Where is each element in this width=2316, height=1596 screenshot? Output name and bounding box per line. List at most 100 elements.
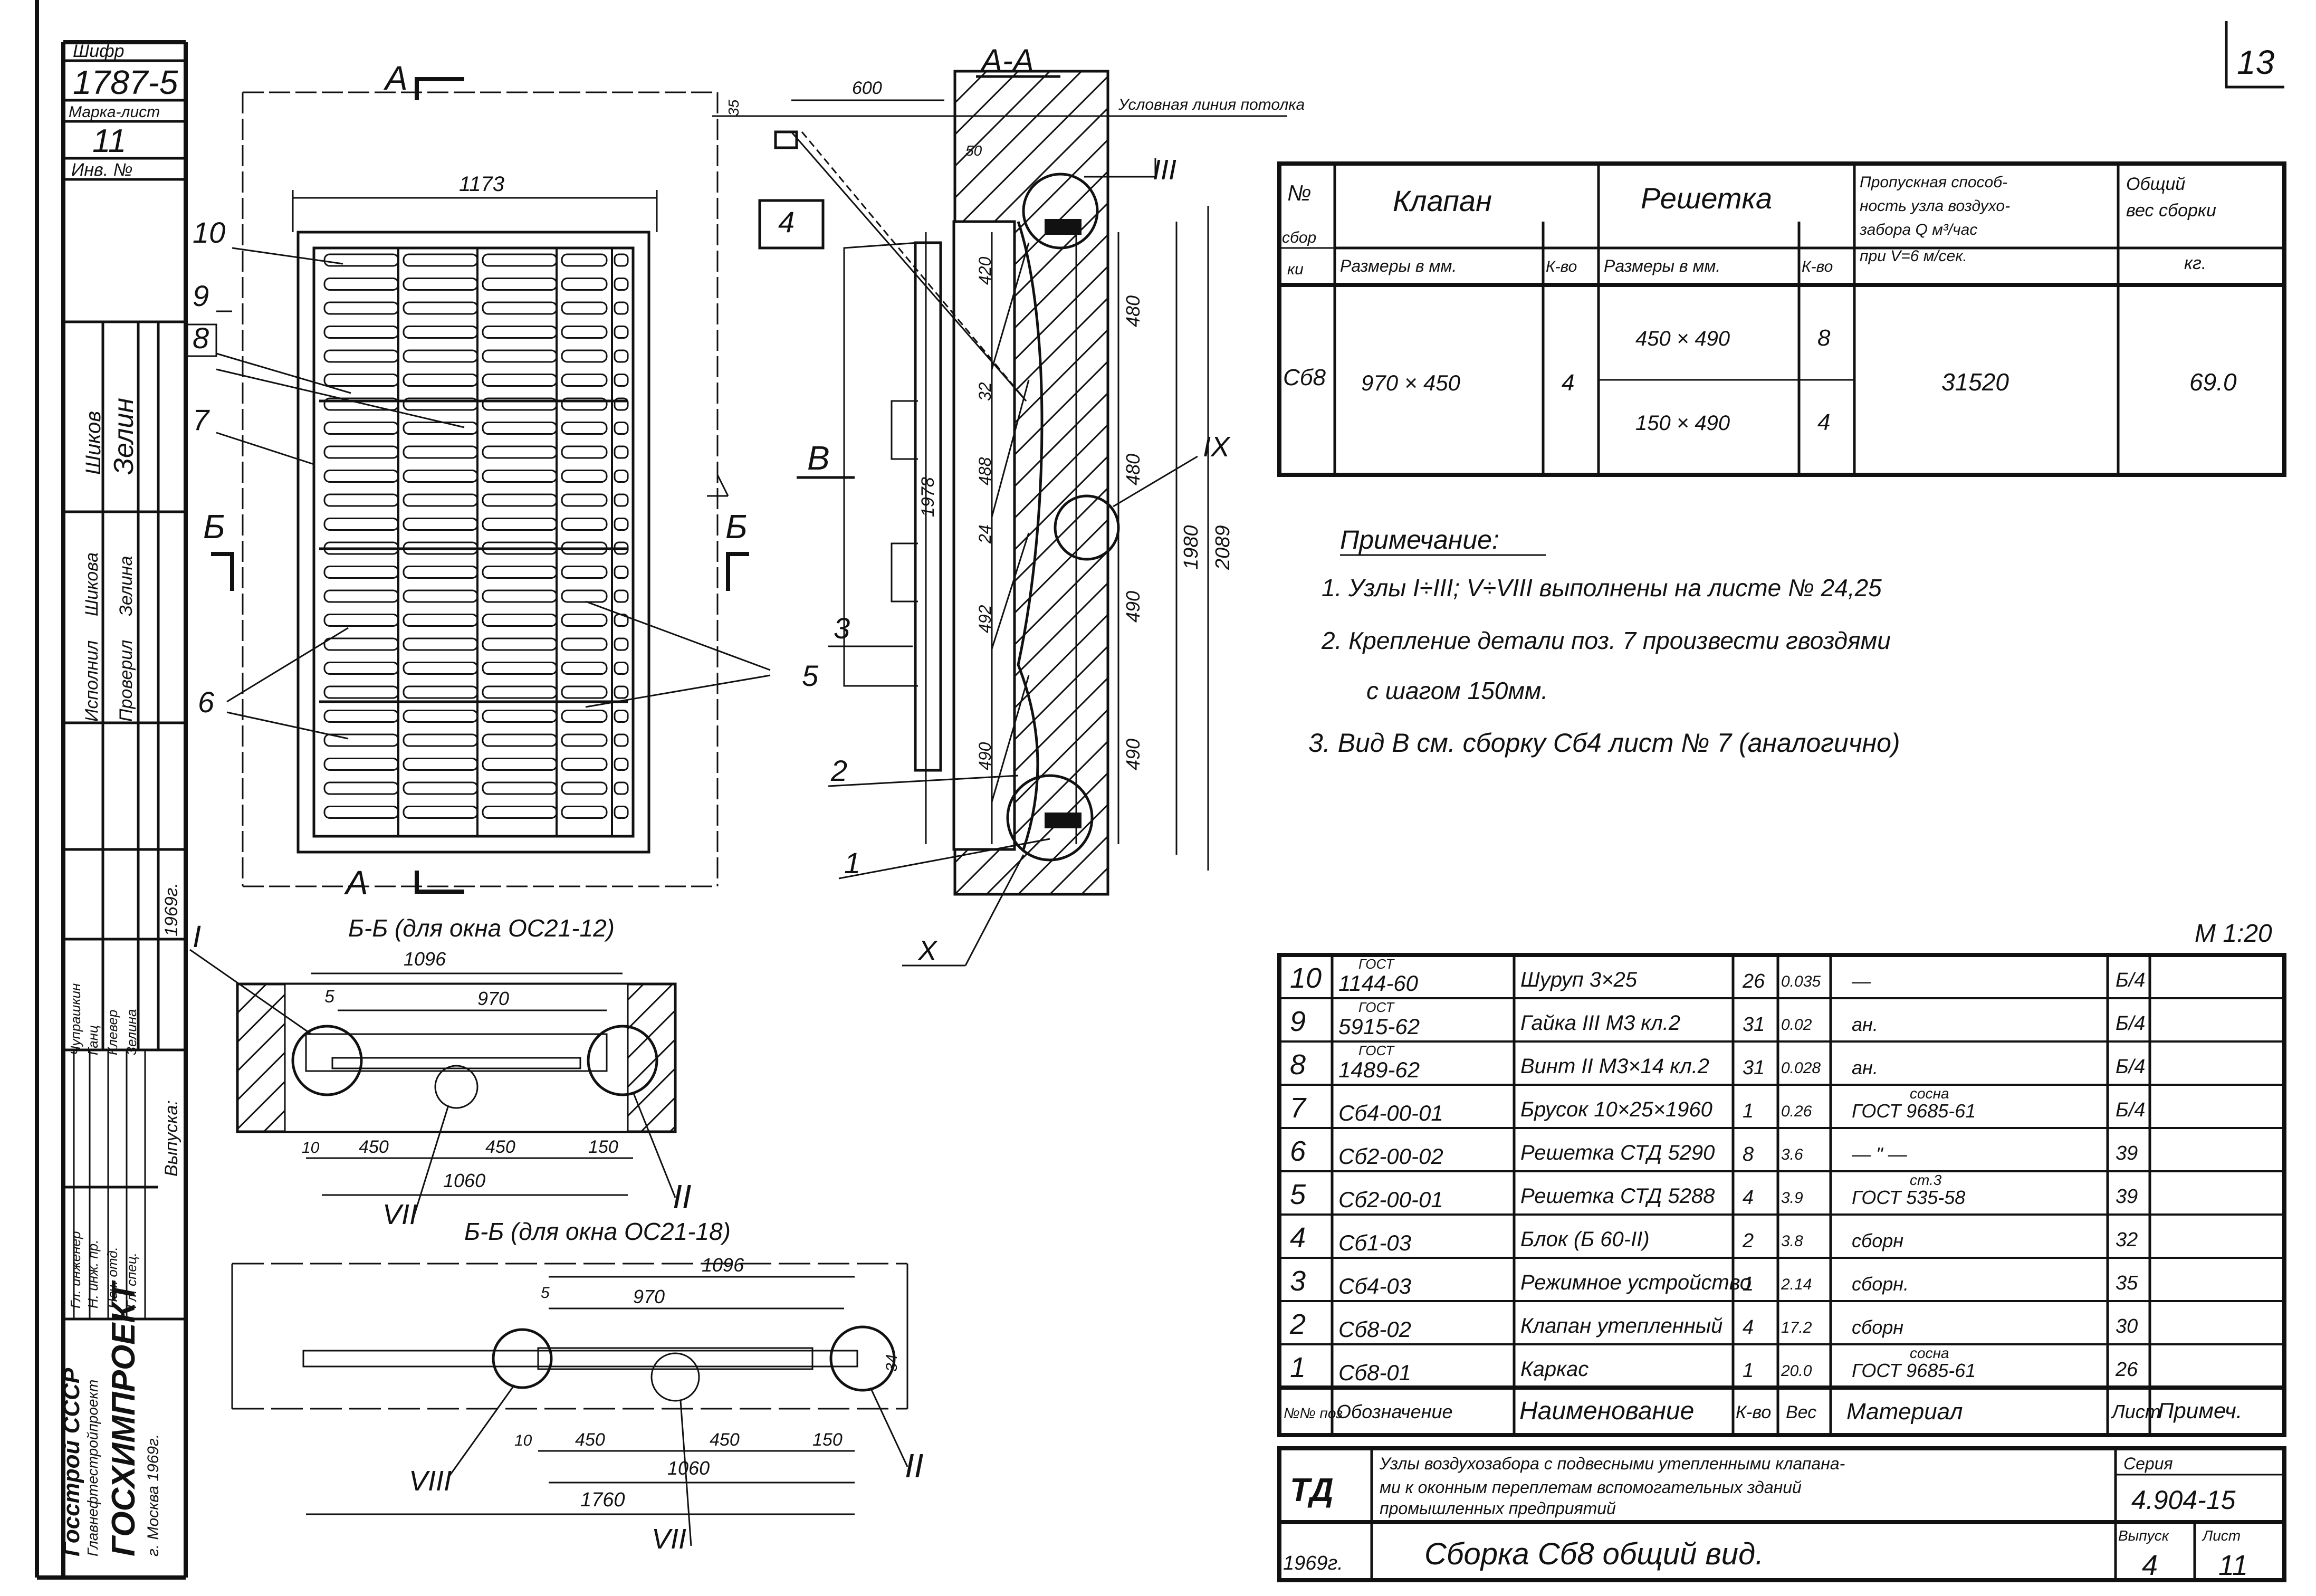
org-line-1: Госстрой СССР (59, 1368, 84, 1556)
grille-slot (561, 470, 608, 483)
grille-slot (614, 781, 629, 795)
spec-weight: 17.2 (1781, 1319, 1812, 1336)
section-mark-b-right: Б (725, 508, 748, 546)
spec-qty: 8 (1743, 1143, 1754, 1165)
summary-reshetka-size-1: 450 × 490 (1635, 327, 1730, 350)
spec-weight: 3.6 (1781, 1146, 1803, 1163)
spec-qty: 1 (1743, 1273, 1754, 1295)
plan1-edge-dim: 10 (302, 1139, 320, 1157)
vertical-dim-1978: 1978 (918, 477, 938, 517)
grille-slot (614, 518, 629, 531)
callout-x: X (917, 935, 938, 967)
inv-label: Инв. № (71, 160, 133, 180)
spec-head-pos: №№ поз. (1284, 1405, 1347, 1421)
spec-qty: 1 (1743, 1100, 1754, 1122)
grille-slot (614, 493, 629, 507)
summary-sub-kg: кг. (2184, 253, 2206, 273)
name-checked: Зелина (116, 556, 136, 616)
grille-slot (614, 566, 629, 579)
grille-slot (561, 301, 608, 315)
title-desc-1: Узлы воздухозабора с подвесными утепленн… (1379, 1454, 1845, 1473)
hatch-line (955, 740, 1108, 894)
plan2-total-dim: 1096 (702, 1254, 744, 1276)
spec-weight: 3.9 (1781, 1189, 1803, 1207)
plan1-c-dim: 150 (588, 1137, 618, 1157)
spec-gost-label: ГОСТ (1358, 1043, 1395, 1058)
grille-slot (614, 758, 629, 771)
organization-stamp: Госстрой СССР Главнефтестройпроект ГОСХИ… (59, 1280, 162, 1556)
spec-gost-label: ГОСТ (1358, 956, 1395, 972)
plan2-callout-ii: II (905, 1447, 924, 1485)
plan1-b-dim: 450 (485, 1137, 515, 1157)
front-pos-7: 7 (193, 403, 210, 436)
spec-pos: 1 (1290, 1352, 1306, 1383)
inner-dim-5: 492 (975, 605, 994, 633)
grille-slot (614, 806, 629, 819)
summary-reshetka-qty-2: 4 (1817, 409, 1830, 435)
summary-capacity-2: ность узла воздухо- (1860, 197, 2010, 215)
spec-sheet: Б/4 (2116, 1099, 2145, 1121)
spec-head-weight: Вес (1786, 1402, 1816, 1422)
drawing-title: Сборка Сб8 общий вид. (1424, 1537, 1764, 1571)
grille-slot (561, 589, 608, 603)
view-mark-b: В (807, 439, 830, 477)
spec-pos: 5 (1290, 1179, 1306, 1210)
series-label: Серия (2123, 1454, 2173, 1473)
small-dim-50: 50 (965, 142, 982, 159)
summary-table: № сбор ки Клапан Решетка Пропускная спос… (1277, 161, 2286, 477)
hatch-line (955, 107, 1108, 263)
spec-code: 1144-60 (1338, 971, 1419, 996)
spec-pos: 3 (1290, 1265, 1306, 1297)
summary-capacity-1: Пропускная способ- (1860, 174, 2007, 191)
spec-name: Режимное устройство (1520, 1271, 1752, 1294)
grille-slot (561, 758, 608, 771)
grille-slot (561, 518, 608, 531)
title-year: 1969г. (1283, 1552, 1343, 1574)
front-pos-6: 6 (198, 685, 215, 719)
title-desc-2: ми к оконным переплетам вспомогательных … (1380, 1478, 1802, 1497)
spec-material: ГОСТ 9685-61 (1852, 1360, 1976, 1381)
grille-slot (561, 445, 608, 459)
front-view: 1173 А А Б Б 10 9 8 7 6 5 (186, 59, 819, 902)
spec-weight: 0.035 (1781, 973, 1821, 990)
callout-ix: IX (1203, 431, 1231, 463)
org-line-3: ГОСХИМПРОЕКТ (106, 1280, 142, 1556)
plan1-callout-i: I (193, 920, 201, 954)
summary-col-no-3: ки (1287, 261, 1304, 278)
plan2-h-dim: 34 (883, 1354, 901, 1372)
strip-year: 1969г. (161, 883, 181, 936)
grille-slot (614, 685, 629, 699)
outer-dim-2: 480 (1122, 454, 1144, 485)
summary-klapan-size: 970 × 450 (1361, 370, 1461, 395)
summary-weight-1: Общий (2126, 174, 2185, 194)
aa-pos-4: 4 (778, 205, 795, 238)
title-code: ТД (1290, 1472, 1334, 1508)
grille-slot (561, 278, 608, 291)
grille-slot (614, 301, 629, 315)
spec-head-note: Примеч. (2158, 1398, 2242, 1423)
plan1-gap-dim: 5 (324, 987, 334, 1007)
plan1-a-dim: 450 (359, 1137, 389, 1157)
grille-slot (561, 374, 608, 387)
spec-head-qty: К-во (1736, 1402, 1771, 1422)
outer-dim-4: 490 (1122, 739, 1144, 770)
outer-dim-1: 480 (1122, 295, 1144, 327)
sheet-value: 11 (2218, 1550, 2248, 1581)
hatch-line (955, 676, 1108, 833)
signature-checked: Зелин (109, 398, 139, 475)
spec-pos: 10 (1290, 962, 1322, 994)
front-pos-10: 10 (193, 216, 225, 249)
plan2-edge-dim: 10 (514, 1432, 532, 1449)
grille-slot (614, 662, 629, 675)
spec-weight: 0.028 (1781, 1059, 1821, 1077)
grille-slot (561, 662, 608, 675)
cipher-label: Шифр (73, 41, 125, 61)
name-specialist: Зелина (123, 1009, 139, 1055)
aa-pos-3: 3 (834, 611, 850, 645)
inner-dim-4: 24 (975, 524, 994, 544)
signature-executed: Шиков (82, 411, 105, 475)
plan2-gap-dim: 5 (541, 1284, 550, 1302)
summary-sub-qty-reshetka: К-во (1802, 258, 1833, 275)
hatch-line (955, 170, 1108, 326)
spec-name: Гайка III М3 кл.2 (1520, 1011, 1680, 1035)
